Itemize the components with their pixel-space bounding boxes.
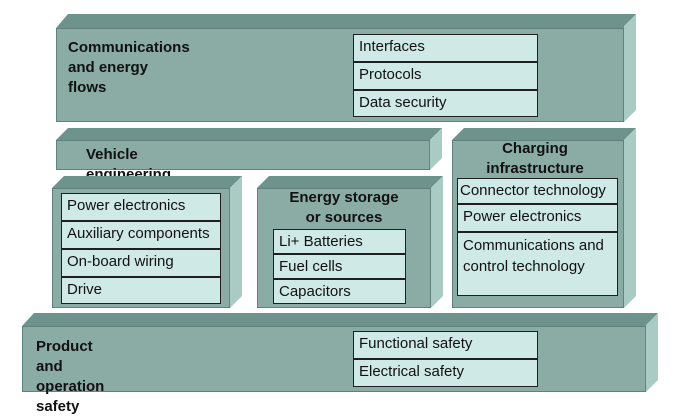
communications-item-interfaces: Interfaces <box>353 34 538 62</box>
safety-front <box>22 326 646 392</box>
vehicle-items-side <box>230 176 242 308</box>
energy-item-li-batteries: Li+ Batteries <box>273 229 406 254</box>
vehicle-items-top <box>52 176 242 188</box>
charging-item-connector-technology: Connector technology <box>457 178 618 204</box>
communications-side <box>624 14 636 122</box>
charging-side <box>624 128 636 308</box>
safety-side <box>646 313 658 392</box>
vehicle-item-auxiliary-components: Auxiliary components <box>61 221 221 249</box>
charging-item-power-electronics: Power electronics <box>457 204 618 232</box>
energy-top <box>257 176 443 188</box>
safety-item-functional: Functional safety <box>353 331 538 359</box>
communications-item-protocols: Protocols <box>353 62 538 90</box>
vehicle-item-drive: Drive <box>61 277 221 304</box>
safety-item-electrical: Electrical safety <box>353 359 538 387</box>
vehicle-bar-side <box>430 128 442 170</box>
charging-item-communications-control: Communications and control technology <box>457 232 618 296</box>
energy-title: Energy storage or sources <box>289 189 399 226</box>
vehicle-item-power-electronics: Power electronics <box>61 193 221 221</box>
charging-title: Charging infrastructure <box>486 140 584 177</box>
charging-top <box>452 128 636 140</box>
energy-side <box>431 176 443 308</box>
vehicle-bar-front <box>56 140 430 170</box>
safety-title: Product and operation safety <box>36 338 105 415</box>
energy-item-fuel-cells: Fuel cells <box>273 254 406 279</box>
energy-item-capacitors: Capacitors <box>273 279 406 304</box>
safety-top <box>22 313 658 326</box>
vehicle-bar-top <box>56 128 442 140</box>
communications-top <box>56 14 636 28</box>
vehicle-item-on-board-wiring: On-board wiring <box>61 249 221 277</box>
communications-item-data-security: Data security <box>353 90 538 117</box>
communications-title: Communications and energy flows <box>68 39 190 96</box>
